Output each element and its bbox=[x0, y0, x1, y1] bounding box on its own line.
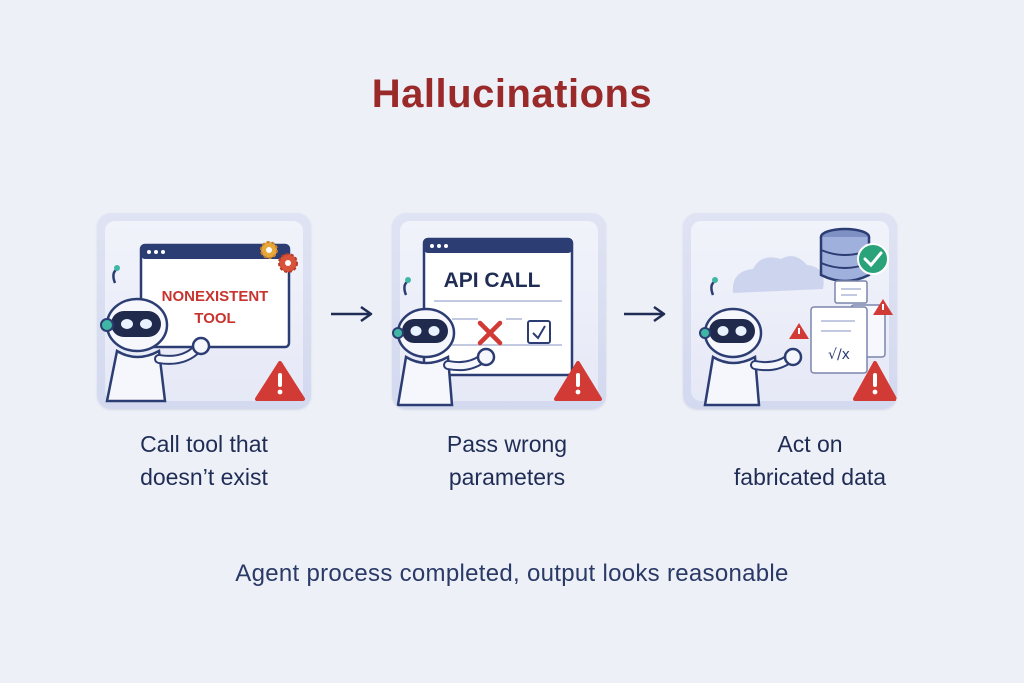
warning-icon bbox=[554, 361, 602, 401]
small-warning-icon bbox=[789, 299, 893, 339]
checkbox-icon bbox=[527, 320, 551, 344]
step-3-illustration: √/x bbox=[683, 213, 897, 409]
warning-icon bbox=[853, 361, 897, 401]
api-call-window: API CALL bbox=[422, 237, 574, 377]
step-2-caption-line1: Pass wrong bbox=[446, 431, 568, 457]
step-1-caption-line1: Call tool that bbox=[140, 431, 268, 457]
step-3-caption-line2: fabricated data bbox=[733, 464, 887, 490]
step-1-caption-line2: doesn’t exist bbox=[140, 464, 268, 490]
robot-icon bbox=[699, 277, 803, 407]
document-icon: √/x bbox=[810, 304, 886, 374]
gear-icon bbox=[260, 241, 298, 273]
step-3-scene: √/x bbox=[699, 227, 897, 407]
step-1-illustration: NONEXISTENT TOOL bbox=[97, 213, 311, 409]
arrow-right-icon bbox=[624, 305, 666, 323]
window-text: API CALL bbox=[444, 269, 541, 292]
tool-window: NONEXISTENT TOOL bbox=[139, 243, 291, 349]
arrow-right-icon bbox=[331, 305, 373, 323]
robot-icon bbox=[392, 277, 496, 407]
cloud-icon bbox=[732, 256, 824, 293]
step-3-caption-line1: Act on bbox=[777, 431, 843, 457]
cross-icon bbox=[477, 320, 503, 346]
step-1-caption: Call tool that doesn’t exist bbox=[74, 428, 334, 494]
check-circle-icon bbox=[857, 243, 889, 275]
step-2-scene: API CALL bbox=[392, 237, 602, 407]
robot-icon bbox=[100, 265, 211, 403]
small-document-icon bbox=[834, 280, 868, 304]
footer-text: Agent process completed, output looks re… bbox=[235, 560, 789, 587]
step-2-illustration: API CALL bbox=[392, 213, 606, 409]
step-3-caption: Act on fabricated data bbox=[680, 428, 940, 494]
warning-icon bbox=[255, 361, 305, 401]
window-text-line2: TOOL bbox=[194, 310, 235, 327]
step-2-caption-line2: parameters bbox=[448, 464, 566, 490]
document-mark: √/x bbox=[828, 347, 850, 363]
step-1-scene: NONEXISTENT TOOL bbox=[100, 241, 305, 403]
window-text-line1: NONEXISTENT bbox=[162, 288, 269, 305]
step-2-caption: Pass wrong parameters bbox=[377, 428, 637, 494]
page-title: Hallucinations bbox=[371, 72, 653, 116]
